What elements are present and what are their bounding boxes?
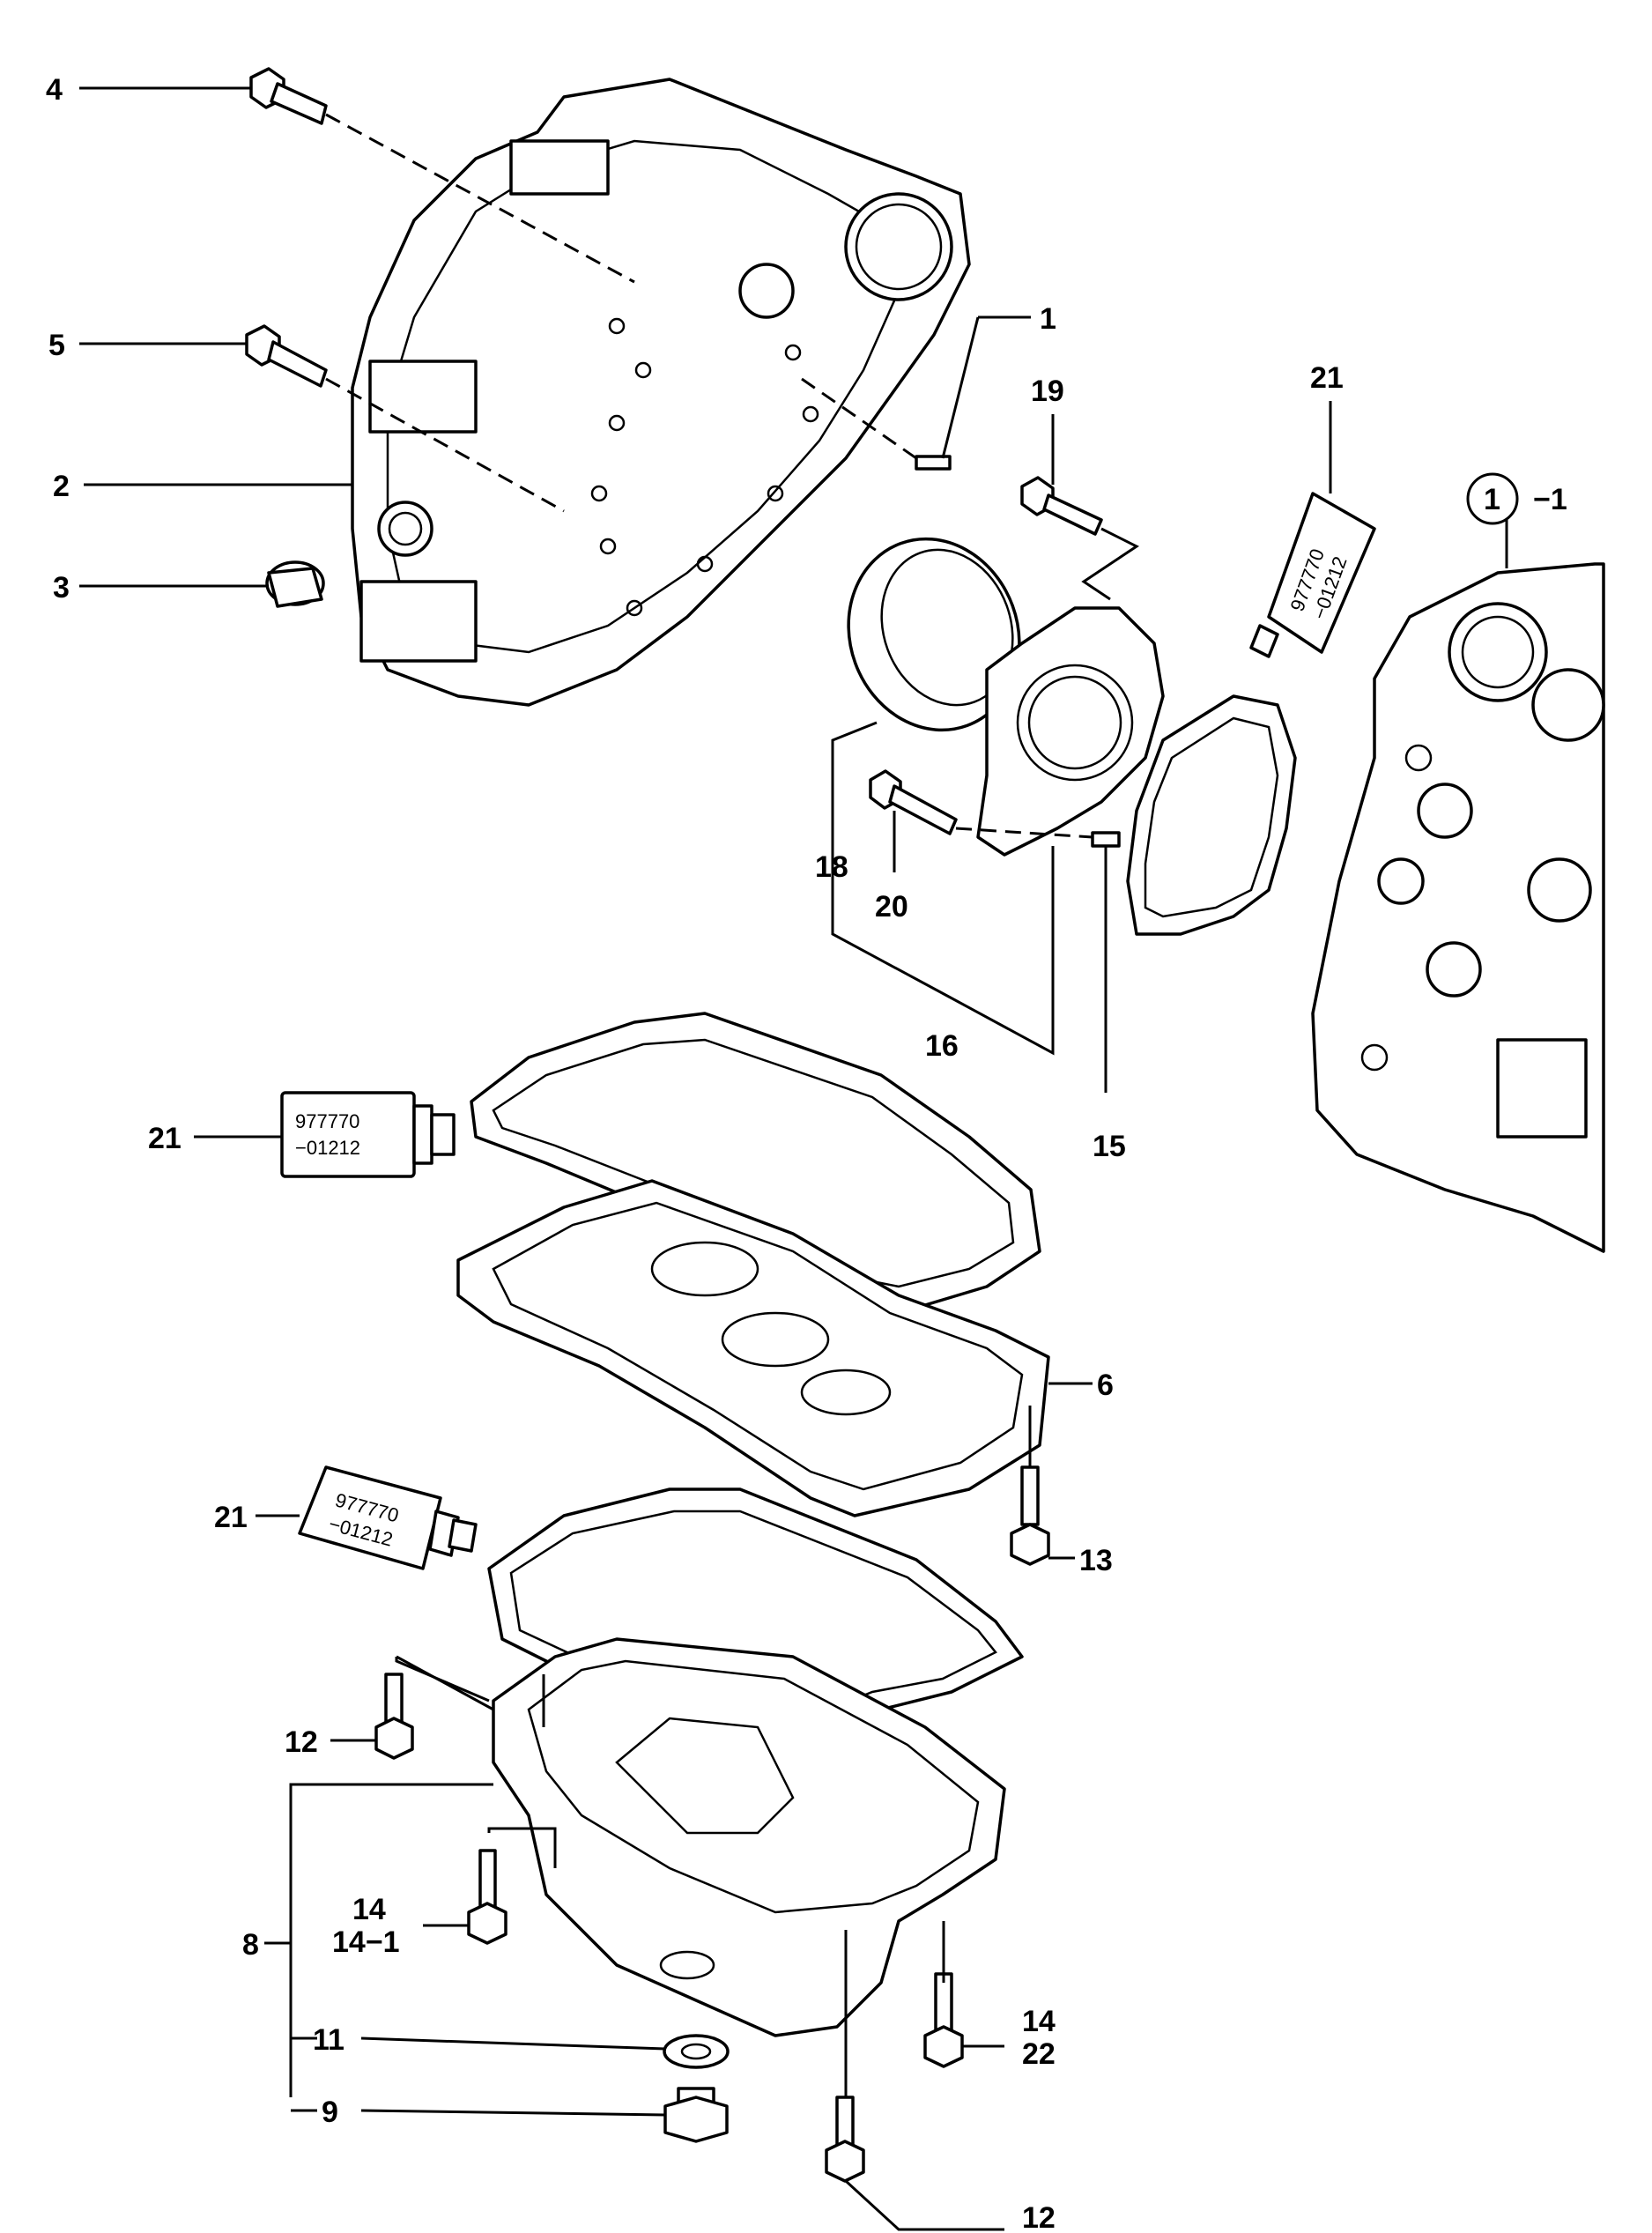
callout-14-left: 14 bbox=[352, 1893, 386, 1926]
seal-case-16 bbox=[976, 606, 1165, 857]
callout-19: 19 bbox=[1031, 375, 1064, 408]
callout-minus-1: −1 bbox=[1533, 483, 1567, 516]
callout-21-mid: 21 bbox=[148, 1122, 181, 1155]
bolt-13 bbox=[1010, 1465, 1050, 1566]
pin-15 bbox=[1091, 831, 1121, 848]
callout-12-upper: 12 bbox=[285, 1725, 318, 1759]
sealant-tube-top bbox=[1249, 492, 1376, 658]
callout-6: 6 bbox=[1097, 1369, 1114, 1402]
callout-14-1: 14−1 bbox=[332, 1925, 400, 1959]
tube-mid-code: 977770 bbox=[295, 1110, 359, 1132]
washer-11 bbox=[663, 2034, 730, 2069]
sealant-tube-middle bbox=[280, 1091, 456, 1178]
callout-1-circle bbox=[1466, 472, 1519, 525]
leader-lines bbox=[79, 86, 1508, 2231]
callout-14-right: 14 bbox=[1022, 2005, 1056, 2038]
callout-15: 15 bbox=[1093, 1130, 1126, 1163]
callout-16: 16 bbox=[925, 1029, 959, 1063]
callout-8: 8 bbox=[242, 1928, 259, 1962]
oil-seal-18 bbox=[847, 537, 1021, 732]
plug-3 bbox=[265, 560, 325, 608]
callout-11: 11 bbox=[313, 2023, 344, 2057]
flywheel-housing bbox=[351, 78, 971, 707]
callout-1-circled: 1 bbox=[1484, 483, 1500, 516]
upper-gasket bbox=[470, 1012, 1041, 1315]
callout-9: 9 bbox=[322, 2096, 338, 2129]
drain-plug-9 bbox=[663, 2087, 729, 2143]
callout-1: 1 bbox=[1040, 302, 1056, 336]
tube-mid-suffix: −01212 bbox=[295, 1137, 360, 1159]
callout-5: 5 bbox=[48, 329, 65, 362]
callout-2: 2 bbox=[53, 470, 70, 503]
sealant-tube-lower bbox=[298, 1465, 478, 1570]
bolt-20 bbox=[869, 769, 958, 835]
bolt-19 bbox=[1020, 476, 1103, 536]
bolt-12-lower bbox=[825, 2096, 865, 2183]
cylinder-block bbox=[1311, 562, 1605, 1253]
callout-21-low: 21 bbox=[214, 1501, 248, 1534]
bolt-14-left bbox=[467, 1849, 507, 1945]
callout-20: 20 bbox=[875, 890, 908, 924]
oil-pan-lower-8 bbox=[492, 1637, 1006, 2037]
bolt-4 bbox=[249, 67, 328, 125]
bolt-5 bbox=[245, 324, 328, 388]
callout-12-lower: 12 bbox=[1022, 2201, 1056, 2233]
callout-18: 18 bbox=[815, 850, 848, 884]
callout-4: 4 bbox=[46, 73, 63, 107]
dowel-pin-1 bbox=[915, 455, 952, 471]
gasket bbox=[1126, 694, 1297, 936]
callout-13: 13 bbox=[1079, 1544, 1113, 1577]
callout-labels: 4 5 2 3 1 19 21 −1 1 18 20 16 15 21 6 13… bbox=[46, 73, 1567, 2233]
oil-pan-upper-6 bbox=[456, 1179, 1050, 1517]
callout-21-top: 21 bbox=[1310, 361, 1344, 395]
bolt-12-upper bbox=[374, 1673, 414, 1760]
callout-3: 3 bbox=[53, 571, 70, 605]
bolt-14-right bbox=[923, 1972, 964, 2068]
callout-22: 22 bbox=[1022, 2037, 1056, 2071]
